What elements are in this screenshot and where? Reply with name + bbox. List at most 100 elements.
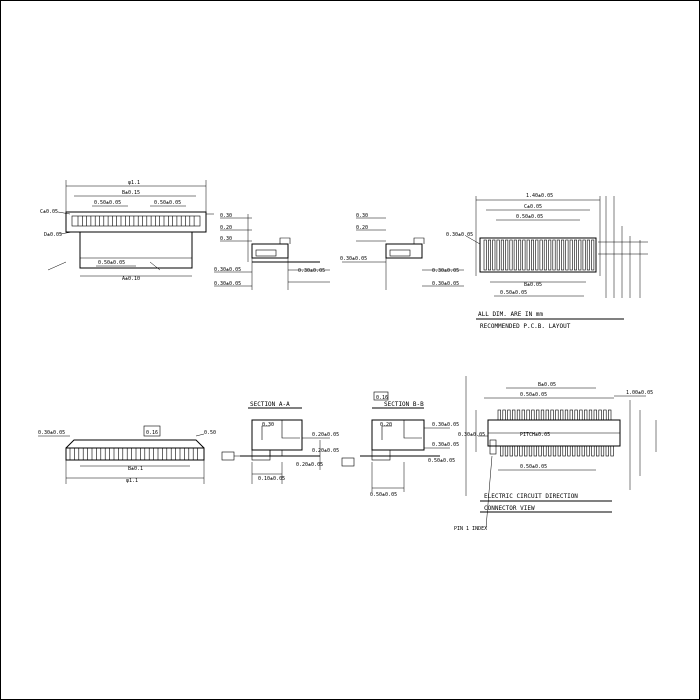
section-a-view: SECTION A-A 0.30 0.20±0.05 0.20±0.05 0.2…: [221, 401, 339, 484]
bfv-right-label: 0.50: [204, 430, 216, 436]
sv2-d1: 0.30: [356, 213, 368, 219]
sv1-d5: 0.30±0.05: [214, 281, 241, 287]
pcb-pad: [509, 239, 513, 271]
pin-lead: [557, 445, 561, 457]
label-left-a: C±0.05: [40, 209, 58, 215]
section-a-title: SECTION A-A: [250, 401, 290, 408]
pcb-layout-view: 1.40±0.05 C±0.05 0.50±0.05 0.30±0.05 B±0…: [446, 193, 648, 330]
dim-inner-width: B±0.15: [122, 190, 140, 196]
pinout-top-row: [497, 409, 612, 421]
sv2-d3: 0.30±0.05: [340, 256, 367, 262]
bfv-box-label: 0.16: [146, 430, 158, 436]
pcb-pad: [569, 239, 573, 271]
pin-lead: [543, 445, 547, 457]
pin-lead: [502, 409, 506, 421]
pin-lead: [567, 445, 571, 457]
bfv-pin-row: [69, 448, 198, 460]
pinout-caption-view: CONNECTOR VIEW: [484, 505, 535, 512]
pin-row-top: [77, 216, 195, 226]
pin-lead: [521, 409, 525, 421]
section-b-d2: 0.30±0.05: [432, 422, 459, 428]
pcb-pad: [518, 239, 522, 271]
pin-lead: [528, 445, 533, 457]
pin-lead: [610, 445, 614, 457]
pin-lead: [560, 409, 564, 421]
pin-lead: [526, 409, 530, 421]
pin1-index-label: PIN 1 INDEX: [454, 526, 487, 532]
bfv-left-dim: 0.30±0.05: [38, 430, 65, 436]
pin-lead: [519, 445, 523, 457]
pcb-pad-array: [483, 239, 595, 271]
side-profile-2: [385, 243, 423, 259]
dim-top-right: 0.50±0.05: [154, 200, 181, 206]
sv1-d3: 0.30: [220, 236, 232, 242]
section-a-d1: 0.30: [262, 422, 274, 428]
pcb-pad: [483, 239, 487, 271]
pin-lead: [507, 409, 511, 421]
section-a-d4: 0.20±0.05: [296, 462, 323, 468]
label-left-b: D±0.05: [44, 232, 62, 238]
section-a-mark: [221, 451, 235, 461]
pcb-pad: [526, 239, 530, 271]
dim-bottom: A±0.10: [122, 276, 140, 282]
pcb-pad: [548, 239, 552, 271]
pin-lead: [596, 445, 600, 457]
section-b-d4: 0.50±0.05: [428, 458, 455, 464]
pin-lead: [524, 445, 528, 457]
pin-lead: [588, 409, 593, 421]
sv2-d5: 0.30±0.05: [432, 281, 459, 287]
section-a-body: [251, 419, 303, 451]
pin-lead: [512, 409, 516, 421]
top-front-view: φ1.1 B±0.15 0.50±0.05 0.50±0.05 C±0.05 D…: [40, 180, 214, 282]
section-b-box-label: 0.16: [376, 395, 388, 401]
pin-lead: [555, 409, 559, 421]
pcb-pad: [496, 239, 500, 271]
section-b-view: 0.16 SECTION B-B 0.20 0.30±0.05 0.30±0.0…: [341, 391, 459, 498]
pcb-pad: [552, 239, 556, 271]
section-a-d2: 0.20±0.05: [312, 432, 339, 438]
sv1-d6: 0.30±0.05: [298, 268, 325, 274]
section-b-d3: 0.30±0.05: [432, 442, 459, 448]
pin-lead: [504, 445, 509, 457]
section-b-mark: [341, 457, 355, 467]
connector-body-lower: [79, 231, 193, 269]
pin-dim-top1: B±0.05: [538, 382, 556, 388]
bfv-body: [65, 447, 205, 461]
bottom-front-view: 0.16 0.30±0.05 0.50 B±0.1 φ1.1: [38, 425, 216, 484]
pin-lead: [562, 445, 566, 457]
pcb-pad: [492, 239, 496, 271]
pcb-dim-left: 0.30±0.05: [446, 232, 473, 238]
pin-lead: [538, 445, 542, 457]
side-profile-1: [251, 243, 289, 259]
pin-lead: [509, 445, 513, 457]
pcb-dim-bot1: B±0.05: [524, 282, 542, 288]
pcb-pad: [573, 239, 577, 271]
pcb-dim-bot2: 0.50±0.05: [500, 290, 527, 296]
pin-lead: [540, 409, 545, 421]
section-b-title: SECTION B-B: [384, 401, 424, 408]
pcb-pad: [513, 239, 517, 271]
dim-overall-width: φ1.1: [128, 180, 140, 186]
bfv-box: [143, 425, 161, 437]
pcb-dim-top3: 0.50±0.05: [516, 214, 543, 220]
sv2-d2: 0.20: [356, 225, 368, 231]
bfv-inner-width: B±0.1: [128, 466, 143, 472]
section-a-d3: 0.20±0.05: [312, 448, 339, 454]
pin-lead: [605, 445, 609, 457]
sv1-d4: 0.30±0.05: [214, 267, 241, 273]
pin-dim-left: 0.30±0.05: [458, 432, 485, 438]
pcb-footprint: [479, 237, 597, 273]
pin-lead: [569, 409, 573, 421]
side-view-2: 0.30 0.20 0.30±0.05 0.30±0.05 0.30±0.05: [340, 213, 464, 290]
connector-body-top: [65, 211, 207, 233]
pin-lead: [579, 409, 583, 421]
pin-lead: [516, 409, 521, 421]
pin-lead: [576, 445, 581, 457]
pcb-pad: [530, 239, 534, 271]
pinout-bottom-row: [500, 445, 614, 457]
section-a-d5: 0.10±0.05: [258, 476, 285, 482]
bfv-overall-width: φ1.1: [126, 478, 138, 484]
